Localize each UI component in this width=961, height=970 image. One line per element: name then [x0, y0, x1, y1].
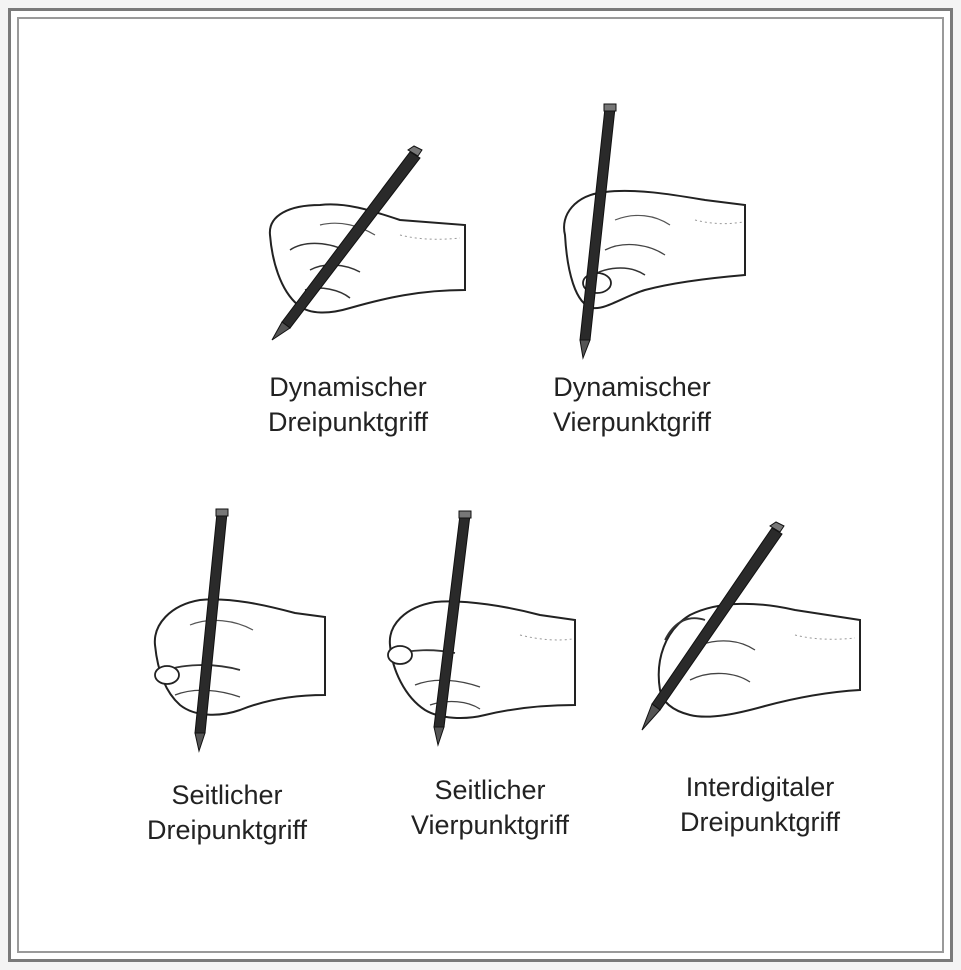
caption-dynamic-tripod: Dynamischer Dreipunktgriff: [243, 370, 453, 440]
caption-line1: Interdigitaler: [655, 770, 865, 805]
caption-line1: Seitlicher: [122, 778, 332, 813]
caption-line2: Vierpunktgriff: [527, 405, 737, 440]
caption-lateral-quadrupod: Seitlicher Vierpunktgriff: [385, 773, 595, 843]
lateral-tripod-grip: [145, 505, 330, 755]
caption-line1: Dynamischer: [243, 370, 453, 405]
caption-line1: Seitlicher: [385, 773, 595, 808]
lateral-tripod-grip-illustration: [145, 505, 330, 755]
caption-line2: Vierpunktgriff: [385, 808, 595, 843]
dynamic-quadrupod-grip-illustration: [545, 100, 755, 365]
lateral-quadrupod-grip: [380, 505, 580, 750]
interdigital-tripod-grip: [630, 520, 865, 740]
caption-line2: Dreipunktgriff: [655, 805, 865, 840]
caption-line2: Dreipunktgriff: [122, 813, 332, 848]
caption-line1: Dynamischer: [527, 370, 737, 405]
dynamic-tripod-grip: [250, 140, 480, 350]
caption-line2: Dreipunktgriff: [243, 405, 453, 440]
caption-lateral-tripod: Seitlicher Dreipunktgriff: [122, 778, 332, 848]
lateral-quadrupod-grip-illustration: [380, 505, 580, 750]
dynamic-quadrupod-grip: [545, 100, 755, 365]
caption-dynamic-quadrupod: Dynamischer Vierpunktgriff: [527, 370, 737, 440]
dynamic-tripod-grip-illustration: [250, 140, 480, 350]
interdigital-tripod-grip-illustration: [630, 520, 865, 740]
caption-interdigital-tripod: Interdigitaler Dreipunktgriff: [655, 770, 865, 840]
